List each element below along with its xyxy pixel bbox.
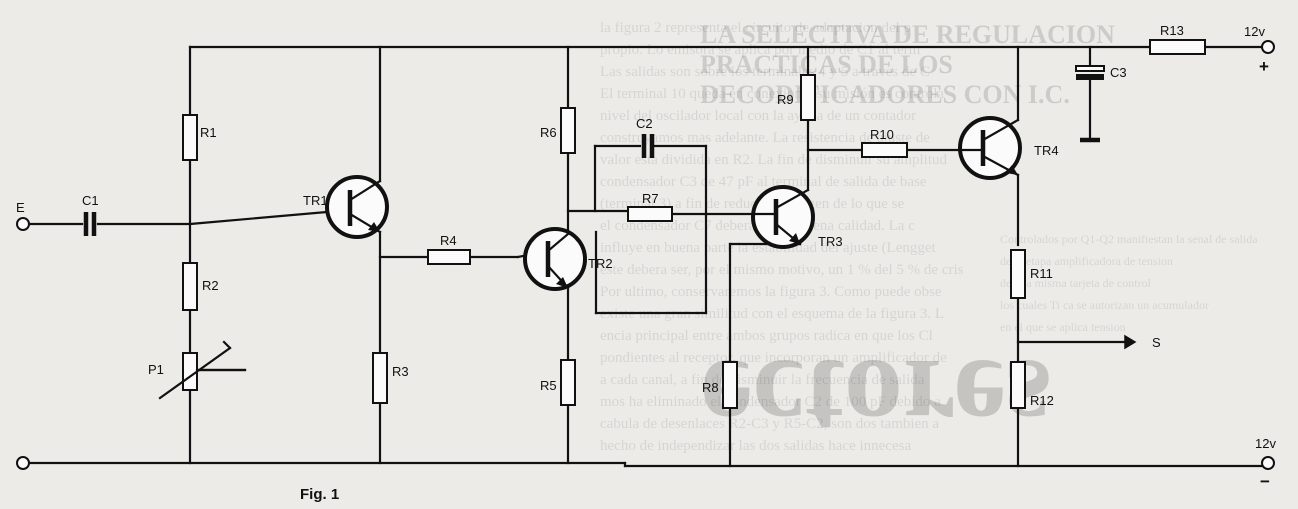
label-r9: R9 [777, 92, 794, 107]
label-r7: R7 [642, 191, 659, 206]
resistor-r12 [1010, 361, 1026, 409]
capacitors [83, 65, 1105, 236]
label-r10: R10 [870, 127, 894, 142]
resistor-r13 [1149, 39, 1206, 55]
label-p1: P1 [148, 362, 164, 377]
terminals [16, 40, 1275, 470]
label-tr2: TR2 [588, 256, 613, 271]
transistor-tr3 [751, 185, 815, 249]
positive-terminal [1261, 40, 1275, 54]
label-r8: R8 [702, 380, 719, 395]
label-r6: R6 [540, 125, 557, 140]
labels: R1 R2 R3 R4 R5 R6 R7 R8 R9 R10 R11 R12 R… [16, 23, 1276, 503]
resistor-r8 [722, 361, 738, 409]
capacitor-c1 [83, 212, 97, 236]
label-tr3: TR3 [818, 234, 843, 249]
label-c2: C2 [636, 116, 653, 131]
resistor-r1 [182, 114, 198, 161]
resistor-r10 [861, 142, 908, 158]
wires [23, 45, 1264, 468]
label-r5: R5 [540, 378, 557, 393]
resistor-r9 [800, 74, 816, 121]
label-r2: R2 [202, 278, 219, 293]
input-terminal [16, 217, 30, 231]
label-r12: R12 [1030, 393, 1054, 408]
label-supply-top: 12v [1244, 24, 1265, 39]
transistor-tr4 [958, 116, 1022, 180]
label-tr1: TR1 [303, 193, 328, 208]
label-r13: R13 [1160, 23, 1184, 38]
label-r11: R11 [1030, 266, 1053, 281]
transistors [325, 116, 1022, 291]
resistors [182, 39, 1206, 409]
resistor-r6 [560, 107, 576, 154]
label-plus: + [1259, 57, 1269, 76]
negative-terminal [1261, 456, 1275, 470]
capacitor-c2 [641, 134, 655, 158]
label-output: S [1152, 335, 1161, 350]
label-tr4: TR4 [1034, 143, 1059, 158]
label-r4: R4 [440, 233, 457, 248]
label-supply-bottom: 12v [1255, 436, 1276, 451]
label-r3: R3 [392, 364, 409, 379]
resistor-r2 [182, 262, 198, 311]
potentiometer-p1 [158, 340, 247, 400]
label-minus: − [1260, 472, 1270, 491]
capacitor-c3 [1075, 65, 1105, 80]
transistor-tr2 [523, 227, 587, 291]
label-input: E [16, 200, 25, 215]
label-c1: C1 [82, 193, 99, 208]
label-r1: R1 [200, 125, 217, 140]
label-c3: C3 [1110, 65, 1127, 80]
resistor-r4 [427, 249, 471, 265]
resistor-r7 [627, 206, 673, 222]
resistor-r11 [1010, 249, 1026, 299]
ground-terminal [16, 456, 30, 470]
transistor-tr1 [325, 175, 389, 239]
resistor-r5 [560, 359, 576, 406]
figure-caption: Fig. 1 [300, 486, 339, 503]
resistor-r3 [372, 352, 388, 404]
